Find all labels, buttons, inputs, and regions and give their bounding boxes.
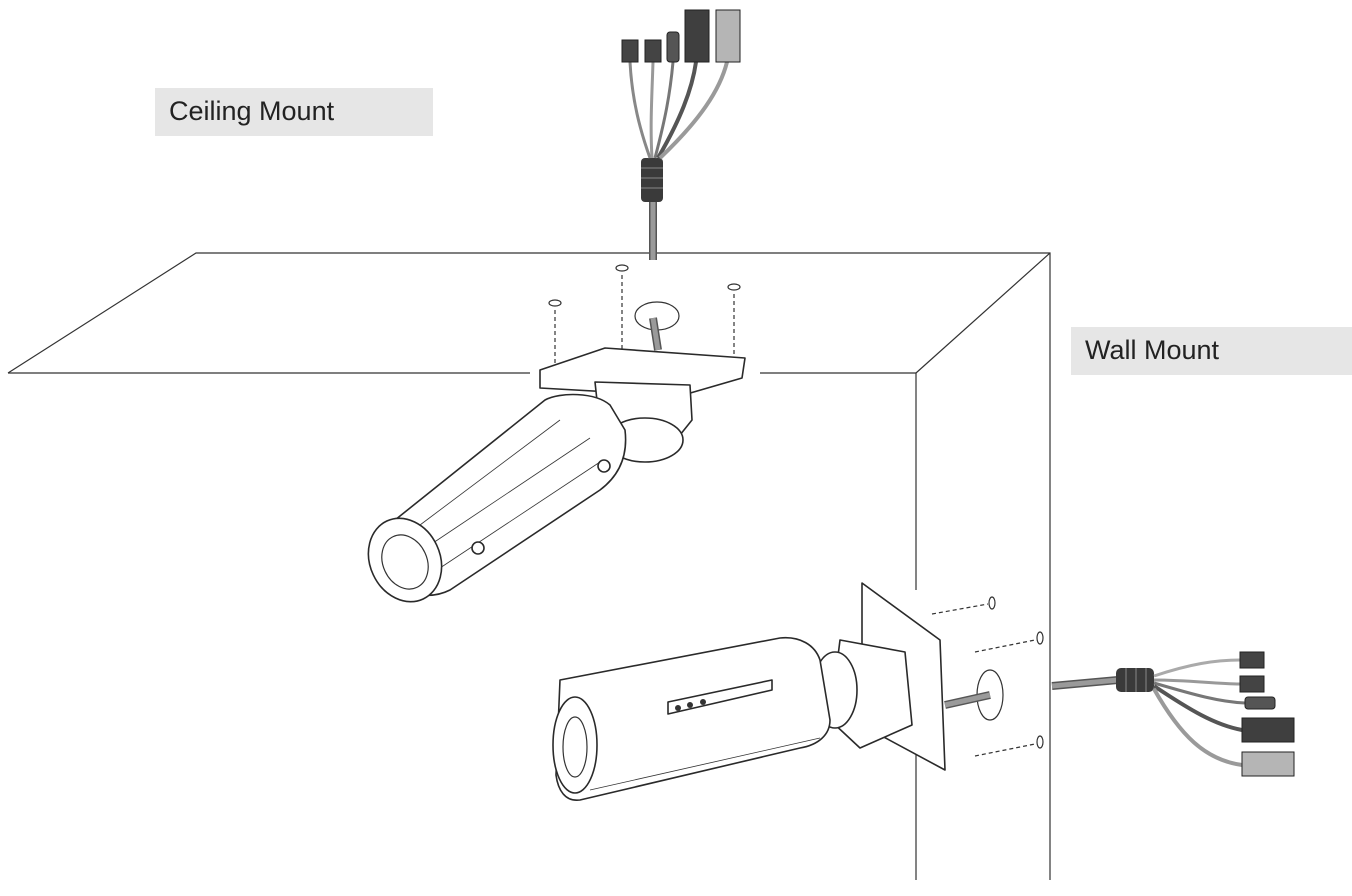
rj45-connector-icon	[715, 9, 741, 63]
rj45-connector-icon	[1241, 717, 1295, 743]
connector-icon	[1239, 675, 1265, 693]
room-outline	[7, 252, 1051, 880]
wall-camera	[552, 582, 946, 801]
connector-icon	[644, 39, 662, 63]
ceiling-mount-label: Ceiling Mount	[155, 88, 433, 136]
rj45-connector-icon	[684, 9, 710, 63]
wall-cable-bundle	[1051, 651, 1295, 777]
screw-icon	[548, 299, 562, 307]
camera-housing	[555, 636, 831, 801]
ceiling-cable-bundle	[621, 9, 741, 260]
connector-icon	[621, 39, 639, 63]
ceiling-screws	[548, 264, 741, 368]
cable-boot-icon	[1116, 668, 1154, 692]
ceiling-mount-label-text: Ceiling Mount	[169, 96, 335, 126]
rj45-connector-icon	[1241, 751, 1295, 777]
screw-icon	[988, 596, 996, 610]
connector-icon	[666, 31, 680, 63]
ceiling-camera	[367, 347, 746, 603]
wall-cable-through	[944, 669, 1004, 721]
wall-mount-label-text: Wall Mount	[1085, 335, 1220, 365]
screw-icon	[1036, 735, 1044, 749]
wall-mount-label: Wall Mount	[1071, 327, 1352, 375]
wall-screws	[931, 596, 1044, 757]
screw-icon	[615, 264, 629, 272]
screw-icon	[1036, 631, 1044, 645]
cable-boot-icon	[641, 158, 663, 202]
connector-icon	[1244, 696, 1276, 710]
mount-base-plate	[539, 347, 746, 397]
screw-icon	[727, 283, 741, 291]
connector-icon	[1239, 651, 1265, 669]
